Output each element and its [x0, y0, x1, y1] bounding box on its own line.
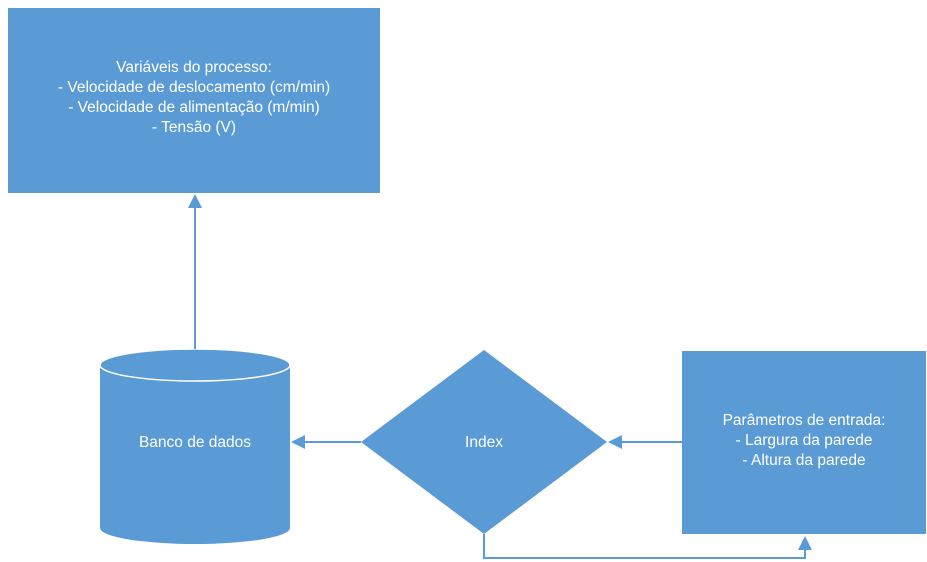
input-parameters-text: Parâmetros de entrada: - Largura da pare…: [682, 411, 926, 471]
process-variable-line: - Velocidade de deslocamento (cm/min): [57, 79, 331, 96]
input-parameter-line: - Largura da parede: [735, 432, 873, 449]
index-diamond: [361, 350, 607, 534]
process-variable-line: - Velocidade de alimentação (m/min): [68, 99, 320, 116]
input-parameter-line: - Altura da parede: [742, 452, 866, 469]
database-cylinder-body: [100, 365, 290, 544]
connector-index-to-input: [483, 534, 806, 559]
process-variables-text: Variáveis do processo: - Velocidade de d…: [8, 58, 380, 138]
database-cylinder-top: [99, 348, 291, 382]
connector-index-to-input-head: [798, 536, 812, 550]
arrow-index-to-database-head: [291, 435, 305, 449]
arrow-input-to-index-head: [608, 435, 622, 449]
database-label: Banco de dados: [138, 434, 252, 451]
input-parameters-title: Parâmetros de entrada:: [722, 412, 886, 429]
process-variables-box: [8, 8, 380, 193]
index-label: Index: [465, 434, 503, 451]
database-cylinder: [99, 348, 291, 544]
process-variables-title: Variáveis do processo:: [116, 59, 272, 76]
input-parameters-box: [682, 351, 926, 534]
arrow-database-to-process-head: [188, 194, 202, 208]
process-variable-line: - Tensão (V): [151, 119, 237, 136]
